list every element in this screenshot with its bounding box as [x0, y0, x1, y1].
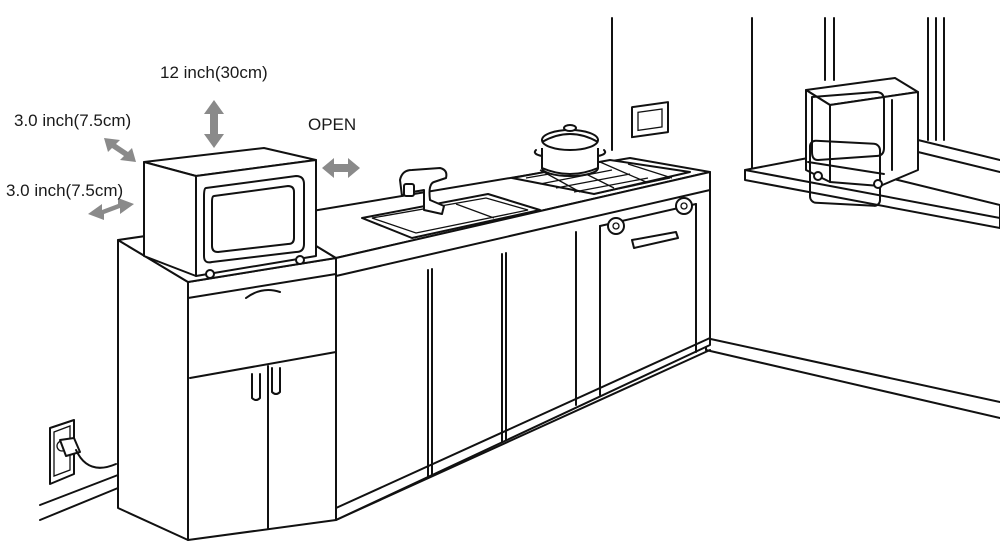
sink [361, 167, 541, 239]
open-label: OPEN [308, 115, 356, 134]
side-clearance-upper-label: 3.0 inch(7.5cm) [14, 111, 131, 130]
double-arrow-horizontal-icon [322, 158, 360, 178]
room-outline [39, 17, 1000, 521]
stove [511, 101, 693, 249]
double-arrow-horizontal-lower-icon [88, 198, 134, 220]
top-clearance-label: 12 inch(30cm) [160, 63, 268, 82]
wall-outlet [49, 419, 117, 485]
double-arrow-vertical-icon [204, 100, 224, 148]
side-clearance-lower-label: 3.0 inch(7.5cm) [6, 181, 123, 200]
window [744, 17, 1000, 229]
double-arrow-diagonal-icon [104, 138, 136, 162]
sill-microwave [805, 77, 919, 207]
microwave [143, 147, 317, 279]
